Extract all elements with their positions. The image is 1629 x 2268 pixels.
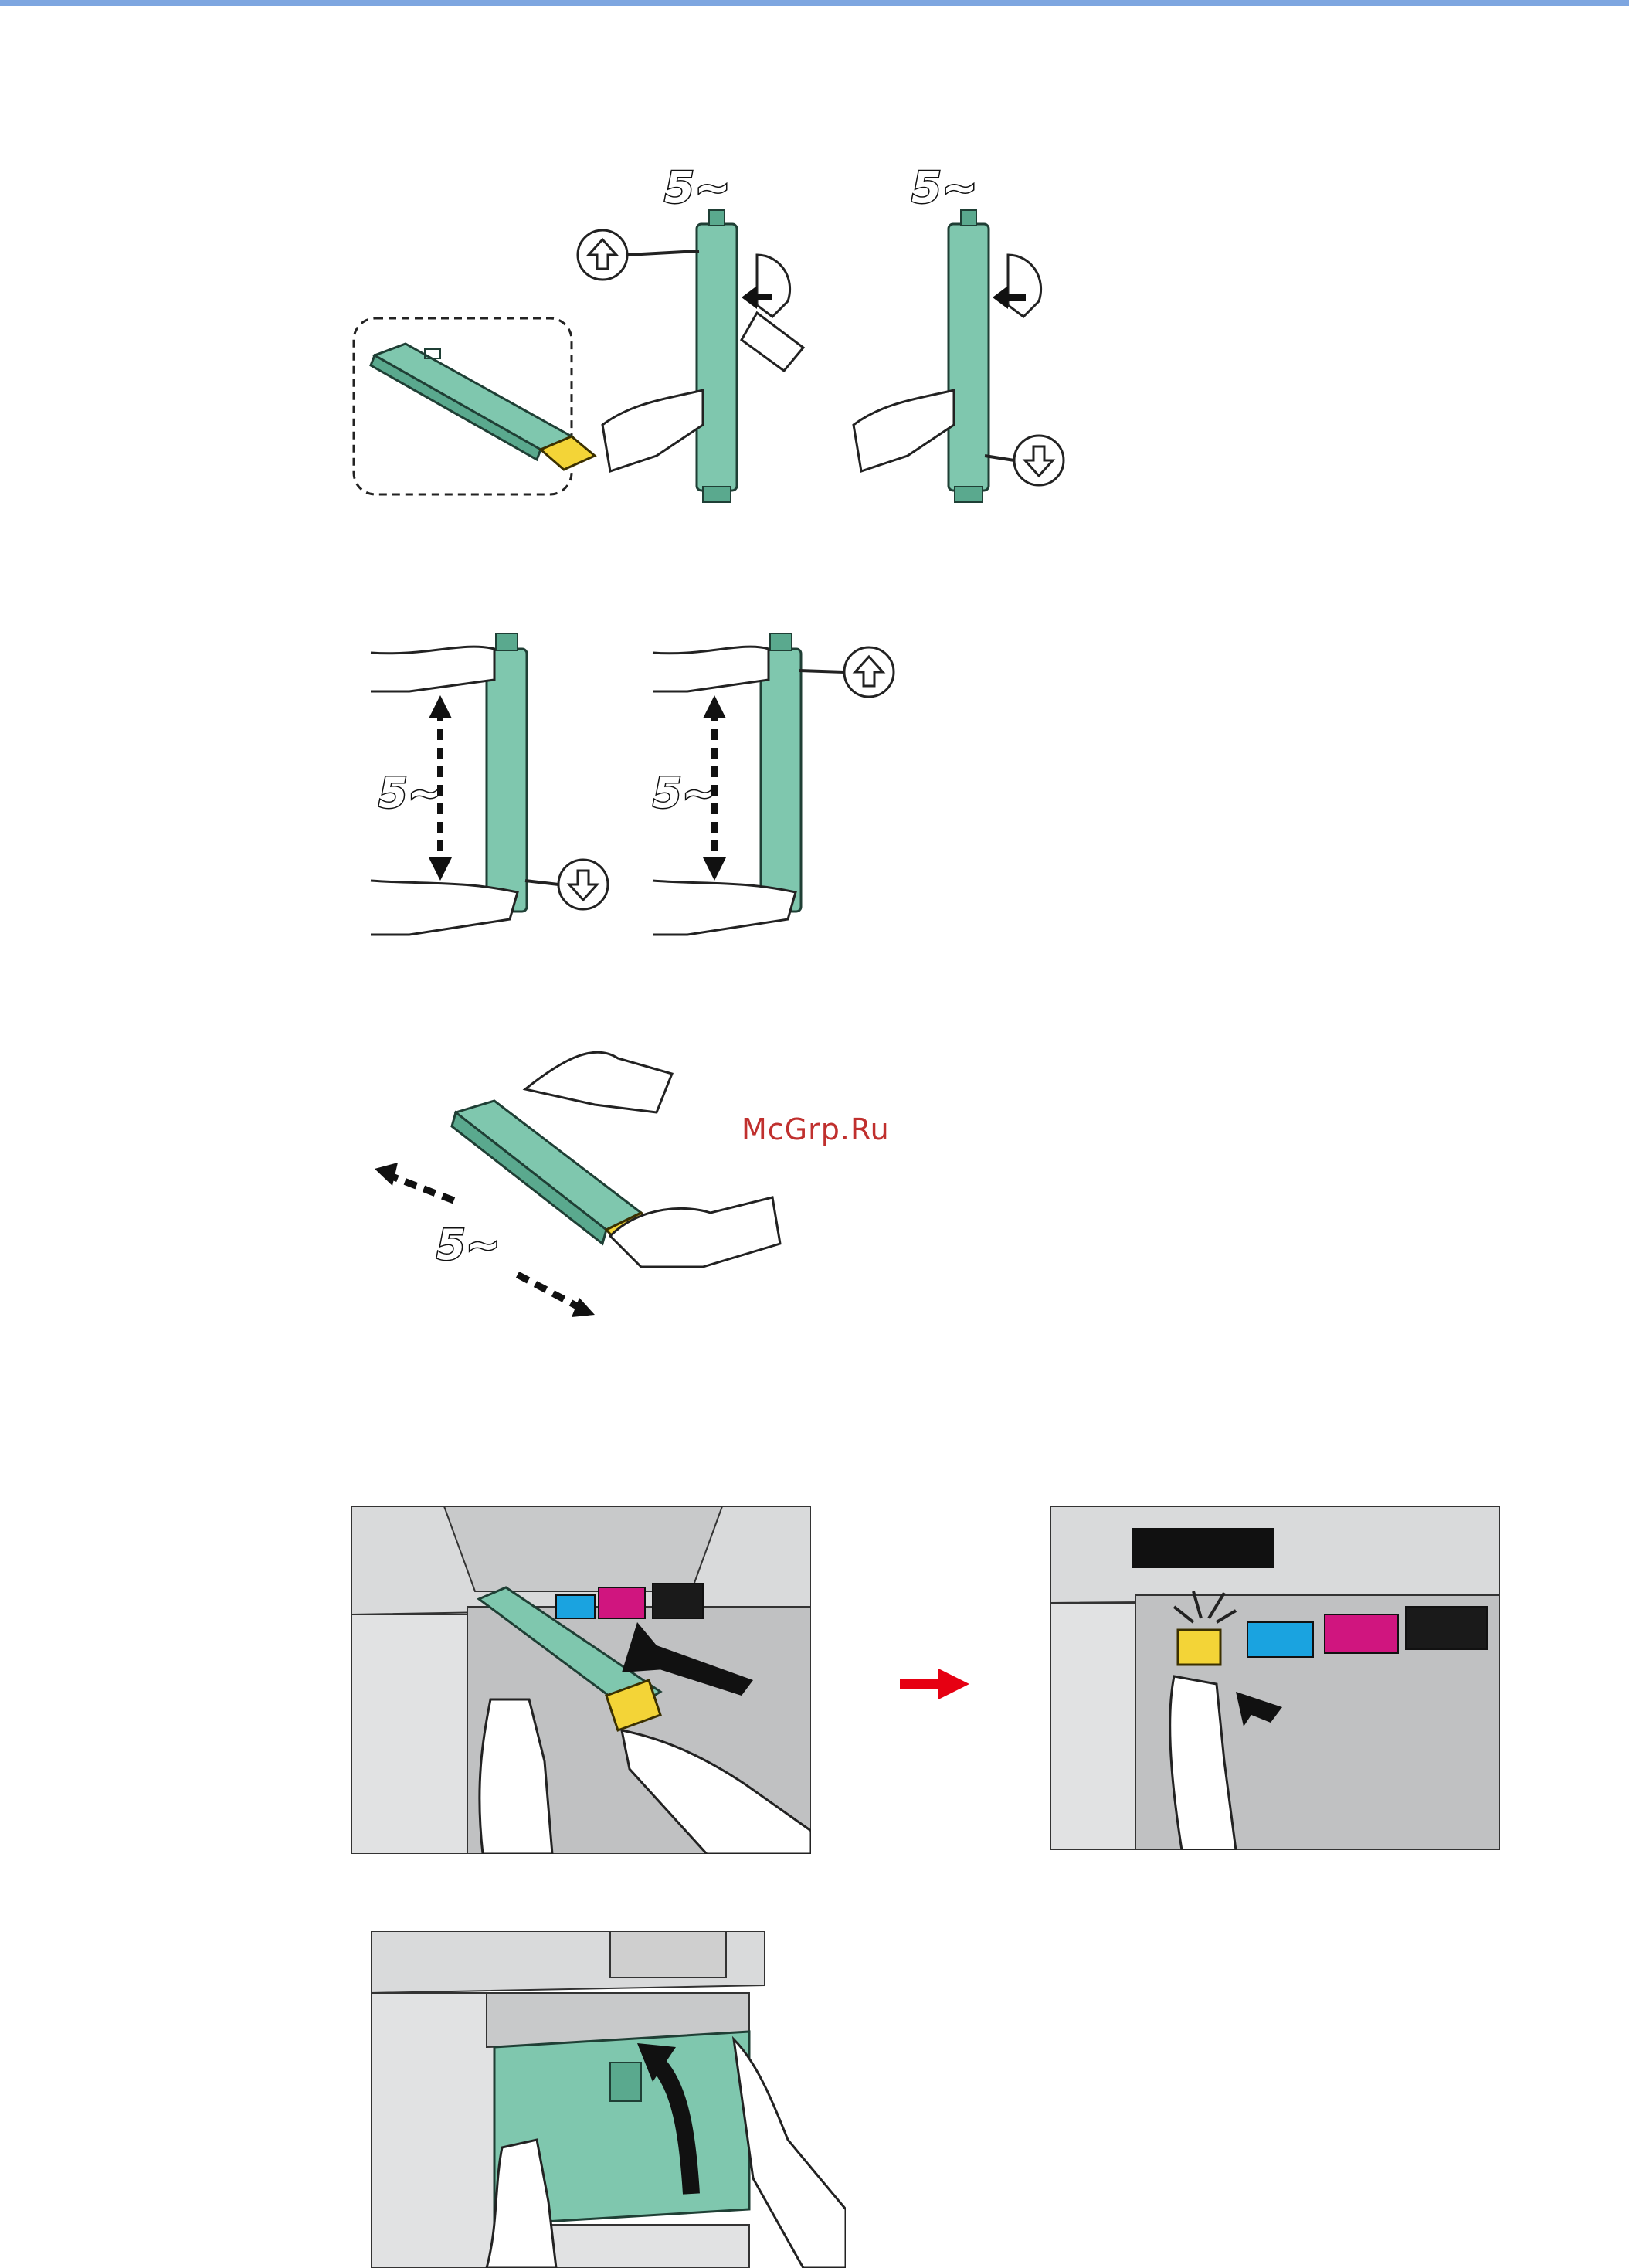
hand-second-icon — [854, 255, 1041, 471]
shake-count-label: 5~ — [664, 163, 731, 213]
hand-upper-icon — [525, 1052, 672, 1112]
figure-close-front-cover — [371, 1931, 846, 2268]
redacted-label-box — [1132, 1528, 1274, 1568]
shake-count-left-label: 5~ — [378, 769, 443, 817]
figure-shake-up-down: 5~ 5~ — [363, 618, 935, 958]
magenta-toner-slot — [599, 1587, 645, 1618]
hand-top-left-icon — [371, 647, 494, 691]
magenta-toner-slot-2 — [1325, 1614, 1398, 1653]
hand-bottom-right-icon — [653, 881, 796, 935]
push-arrow-second-shaft-icon — [1004, 294, 1026, 301]
figure-shake-horizontal: 5~ — [363, 1027, 796, 1336]
cyan-toner-slot-2 — [1247, 1622, 1313, 1657]
arrow-up-circle-right-icon — [799, 647, 894, 697]
push-arrow-head-icon — [742, 286, 757, 309]
figure-push-toner-click — [1050, 1506, 1500, 1850]
page-top-rule — [0, 0, 1629, 6]
watermark-text: McGrp.Ru — [742, 1112, 890, 1146]
operation-panel-icon — [610, 1931, 726, 1978]
vertical-cartridge-icon — [697, 210, 737, 502]
vertical-cartridge-second-icon — [949, 210, 989, 502]
black-toner-slot — [653, 1584, 703, 1618]
black-toner-slot-2 — [1406, 1607, 1487, 1649]
yellow-toner-slot — [1178, 1630, 1220, 1665]
arrow-down-circle-icon — [985, 436, 1064, 485]
shake-count-right-label: 5~ — [653, 769, 717, 817]
figure-insert-toner — [351, 1506, 811, 1854]
arrow-up-circle-icon — [578, 230, 699, 280]
figure-shake-cartridge-vertical: 5~ 5~ — [340, 147, 1081, 518]
next-step-arrow-icon — [900, 1669, 969, 1699]
shake-count-label-second: 5~ — [911, 163, 978, 213]
cyan-toner-slot — [556, 1595, 595, 1618]
cover-handle-icon — [610, 2063, 641, 2101]
shake-count-horizontal-label: 5~ — [436, 1221, 501, 1269]
hand-top-right-icon — [653, 647, 769, 691]
hand-bottom-left-icon — [371, 881, 518, 935]
arrow-down-circle-left-icon — [525, 860, 608, 909]
